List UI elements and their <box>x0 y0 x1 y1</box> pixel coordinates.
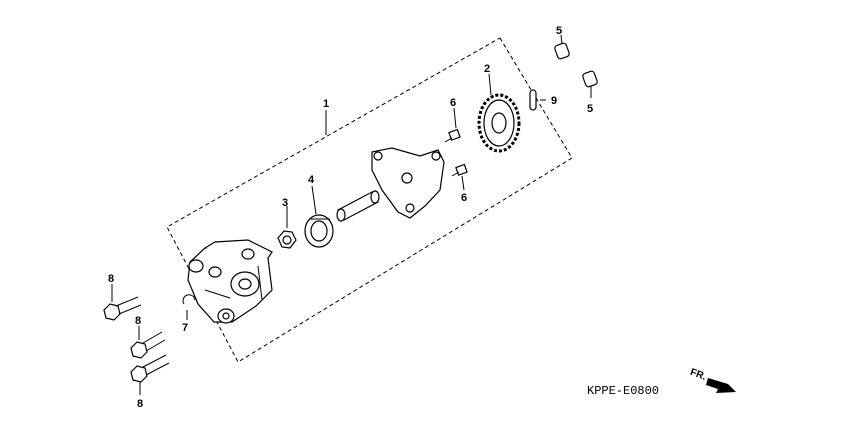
bolt-middle <box>130 326 166 359</box>
callout-screw-upper: 6 <box>450 97 456 109</box>
callout-circlip: 7 <box>182 322 188 334</box>
dowel-upper <box>554 34 570 60</box>
bolt-lower <box>130 354 170 395</box>
screw-upper <box>444 107 461 143</box>
callout-bolt-upper: 8 <box>108 273 114 285</box>
callout-pin: 9 <box>551 95 557 107</box>
bolt-upper <box>103 284 142 321</box>
front-marker-label: FR. <box>689 367 708 383</box>
callout-collar: 3 <box>282 197 288 209</box>
callout-bolt-lower: 8 <box>137 398 143 410</box>
callout-assembly: 1 <box>323 98 329 110</box>
bearing <box>304 185 334 248</box>
assembly-boundary <box>166 37 573 363</box>
pump-cover-plate <box>371 147 445 219</box>
callout-gear: 2 <box>484 63 490 75</box>
pump-shaft <box>336 190 380 222</box>
drawing-code: KPPE-E0800 <box>587 384 659 398</box>
collar <box>277 206 297 249</box>
circlip <box>182 294 196 320</box>
callout-dowel-lower: 5 <box>587 103 593 115</box>
front-arrow-icon <box>706 378 736 393</box>
callout-bearing: 4 <box>308 174 315 186</box>
pin <box>529 89 546 111</box>
callout-dowel-upper: 5 <box>556 25 562 37</box>
callout-screw-lower: 6 <box>461 192 467 204</box>
screw-lower <box>451 163 468 191</box>
pump-body <box>187 239 273 324</box>
dowel-lower <box>582 70 598 98</box>
callout-bolt-middle: 8 <box>135 315 141 327</box>
pump-gear <box>477 73 521 153</box>
